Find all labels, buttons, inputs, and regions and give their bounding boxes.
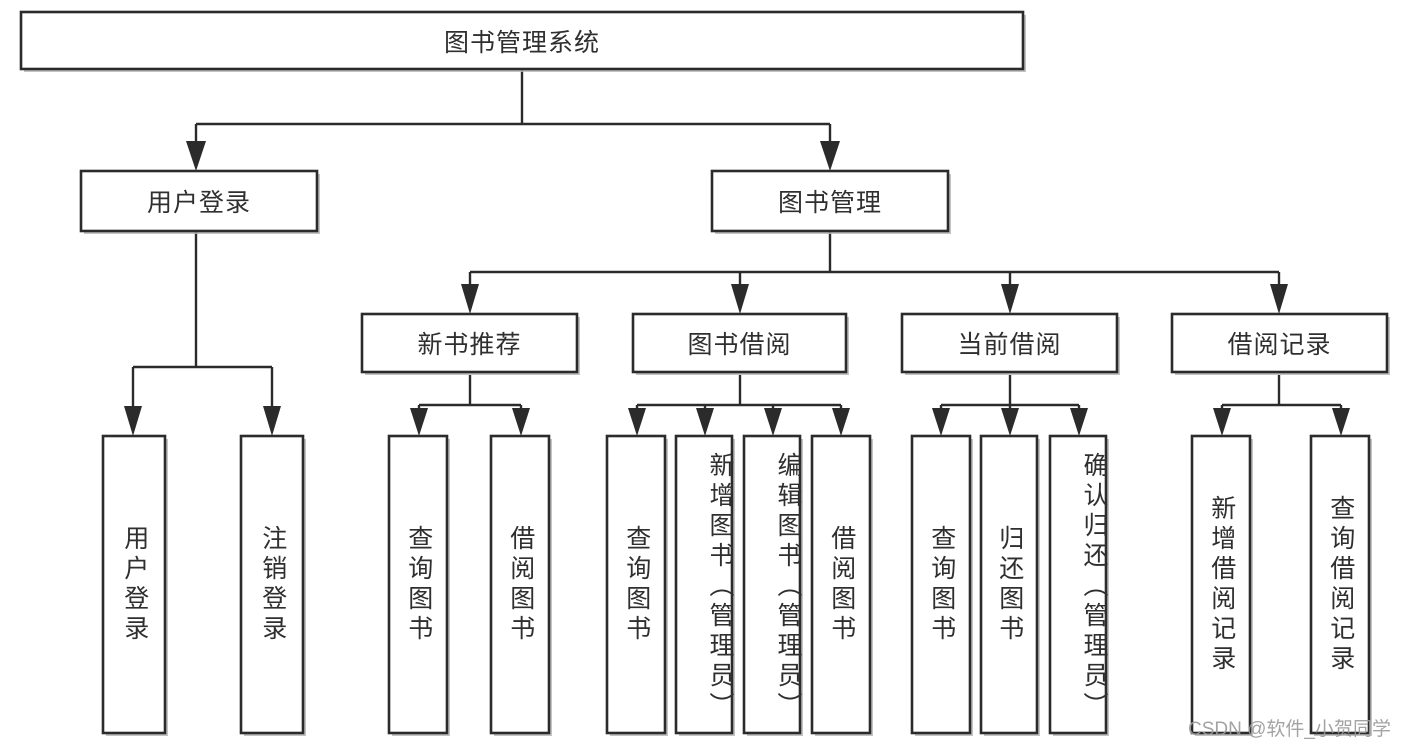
leaf-cb-query-box[interactable] — [910, 434, 972, 735]
leaf-logout-box[interactable] — [239, 434, 305, 735]
leaf-nb-query-box[interactable] — [387, 434, 449, 735]
arrow-head-bb-borrow — [832, 408, 850, 436]
leaf-bb-edit-box[interactable] — [742, 434, 802, 735]
leaf-cb-return-box[interactable] — [979, 434, 1039, 735]
new-book-box[interactable] — [360, 312, 579, 374]
connector-group-book-borrow — [628, 375, 850, 436]
leaf-bb-query-box[interactable] — [605, 434, 667, 735]
arrow-head-bb-query — [628, 408, 646, 436]
arrow-head-new-book — [461, 284, 479, 314]
leaf-bb-borrow-box[interactable] — [810, 434, 872, 735]
book-borrow-box[interactable] — [631, 312, 848, 374]
arrow-head-nb-borrow — [512, 408, 530, 436]
current-borrow-box[interactable] — [900, 312, 1119, 374]
connector-group-root — [186, 70, 840, 171]
arrow-head-cb-confirm — [1070, 408, 1088, 436]
leaf-br-query-box[interactable] — [1309, 434, 1371, 735]
connector-group-book-mgmt — [461, 232, 1288, 314]
leaf-cb-confirm-box[interactable] — [1048, 434, 1108, 735]
arrow-head-leaf-user-login — [124, 406, 142, 436]
connector-group-borrow-record — [1213, 375, 1350, 436]
user-login-box[interactable] — [79, 169, 319, 233]
arrow-head-br-query — [1332, 408, 1350, 436]
connector-group-new-book — [410, 375, 530, 436]
csdn-watermark: CSDN @软件_小贺同学 — [1188, 719, 1391, 740]
borrow-record-box[interactable] — [1170, 312, 1389, 374]
arrow-head-user-login — [186, 141, 206, 171]
root-box[interactable] — [19, 10, 1025, 71]
arrow-head-book-borrow — [731, 284, 749, 314]
leaf-bb-add-box[interactable] — [674, 434, 734, 735]
book-mgmt-box[interactable] — [710, 169, 950, 233]
arrow-head-nb-query — [410, 408, 428, 436]
arrow-head-leaf-logout — [263, 406, 281, 436]
connector-group-user-login — [124, 232, 281, 436]
arrow-head-borrow-record — [1270, 284, 1288, 314]
arrow-head-book-mgmt — [820, 141, 840, 171]
arrow-head-br-add — [1213, 408, 1231, 436]
arrow-head-current-borrow — [1001, 284, 1019, 314]
leaf-nb-borrow-box[interactable] — [489, 434, 551, 735]
leaf-br-add-box[interactable] — [1190, 434, 1252, 735]
arrow-head-cb-query — [932, 408, 950, 436]
arrow-head-bb-add — [696, 408, 714, 436]
connector-group-current-borrow — [932, 375, 1088, 436]
leaf-user-login-box[interactable] — [101, 434, 167, 735]
arrow-head-cb-return — [1001, 408, 1019, 436]
arrow-head-bb-edit — [764, 408, 782, 436]
